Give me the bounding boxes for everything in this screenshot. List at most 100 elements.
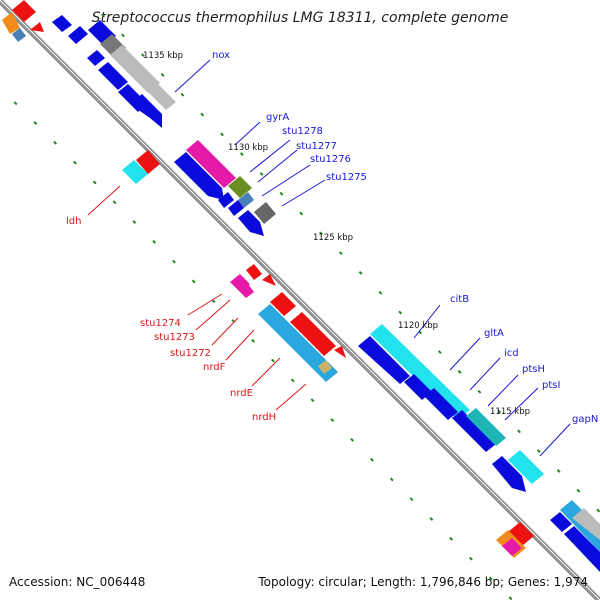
- scale-label: 1115 kbp: [490, 407, 530, 417]
- scale-tick: [239, 152, 244, 157]
- scale-tick: [251, 338, 256, 343]
- scale-label: 1135 kbp: [143, 51, 183, 61]
- gene-label: nox: [212, 50, 230, 61]
- gene-feature: [186, 140, 236, 188]
- accession-text: Accession: NC_006448: [9, 575, 146, 589]
- gene-label: stu1274: [140, 318, 181, 329]
- reverse-strand-features: [2, 0, 534, 558]
- gene-feature: [238, 192, 254, 208]
- gene-label: citB: [450, 294, 469, 305]
- gene-feature: [12, 0, 36, 22]
- scale-labels: 1135 kbp 1130 kbp 1125 kbp 1120 kbp 1115…: [143, 51, 530, 417]
- scale-tick: [172, 259, 176, 264]
- scale-tick: [140, 53, 145, 58]
- gene-feature: [258, 304, 338, 382]
- gene-label: nrdE: [230, 388, 253, 399]
- gene-feature: [262, 274, 276, 286]
- scale-tick: [477, 389, 482, 394]
- scale-tick: [180, 92, 185, 97]
- scale-tick: [191, 279, 196, 284]
- gene-label: stu1276: [310, 154, 351, 165]
- genome-summary-text: Topology: circular; Length: 1,796,846 bp…: [258, 575, 588, 589]
- scale-tick: [576, 488, 581, 493]
- scale-tick: [497, 409, 502, 414]
- scale-tick: [488, 576, 493, 581]
- scale-tick: [101, 13, 106, 18]
- gene-feature: [130, 94, 162, 128]
- gene-label: nrdH: [252, 412, 276, 423]
- scale-ticks: [13, 13, 600, 600]
- gene-label: stu1275: [326, 172, 367, 183]
- gene-feature: [246, 264, 262, 280]
- scale-tick: [409, 497, 414, 502]
- scale-tick: [92, 180, 97, 185]
- scale-tick: [13, 101, 18, 106]
- gene-feature: [240, 284, 254, 298]
- scale-tick: [211, 299, 216, 304]
- gene-feature: [2, 12, 20, 34]
- gene-feature: [452, 410, 496, 452]
- scale-tick: [556, 469, 561, 473]
- scale-tick: [132, 220, 137, 224]
- scale-tick: [112, 200, 117, 205]
- scale-tick: [449, 536, 454, 541]
- gene-feature: [550, 512, 572, 532]
- reverse-label-leaders: [87, 185, 307, 411]
- scale-tick: [73, 160, 77, 165]
- scale-tick: [310, 398, 315, 403]
- gene-feature: [228, 200, 244, 216]
- gene-feature: [502, 538, 522, 556]
- scale-label: 1125 kbp: [313, 233, 353, 243]
- reverse-gene-labels: ldh stu1274 stu1273 stu1272 nrdF nrdE nr…: [66, 216, 276, 423]
- gene-feature: [254, 202, 276, 224]
- scale-tick: [437, 350, 442, 355]
- scale-tick: [469, 556, 473, 561]
- gene-label: stu1277: [296, 141, 337, 152]
- scale-tick: [319, 231, 323, 236]
- scale-tick: [596, 508, 600, 513]
- gene-feature: [334, 346, 346, 358]
- scale-tick: [290, 378, 295, 383]
- forward-label-leaders: [174, 59, 571, 457]
- map-title: Streptococcus thermophilus LMG 18311, co…: [91, 10, 509, 26]
- scale-tick: [378, 290, 383, 295]
- backbone-line-edge: [0, 3, 597, 600]
- gene-feature: [404, 374, 432, 400]
- gene-label: gapN: [572, 414, 598, 425]
- scale-tick: [358, 271, 363, 275]
- gene-feature: [508, 450, 544, 484]
- gene-feature: [564, 526, 600, 572]
- scale-tick: [299, 211, 304, 216]
- gene-label: gltA: [484, 328, 504, 339]
- gene-label: ptsI: [542, 380, 560, 391]
- scale-tick: [53, 140, 58, 145]
- gene-label: stu1272: [170, 348, 211, 359]
- scale-label: 1130 kbp: [228, 143, 268, 153]
- scale-tick: [271, 358, 275, 363]
- gene-feature: [492, 456, 526, 492]
- scale-tick: [429, 517, 434, 521]
- scale-tick: [220, 132, 224, 137]
- gene-feature: [318, 360, 332, 374]
- gene-feature: [424, 388, 458, 420]
- scale-label: 1120 kbp: [398, 321, 438, 331]
- scale-tick: [259, 172, 264, 176]
- gene-feature: [12, 28, 26, 42]
- scale-tick: [517, 429, 521, 434]
- gene-feature: [560, 500, 600, 552]
- scale-tick: [152, 239, 157, 244]
- gene-label: nrdF: [203, 362, 226, 373]
- gene-feature: [30, 22, 44, 32]
- gene-feature: [290, 312, 336, 356]
- gene-feature: [87, 50, 105, 66]
- gene-feature: [270, 292, 296, 316]
- scale-tick: [398, 310, 403, 315]
- gene-feature: [146, 82, 176, 110]
- gene-label: ldh: [66, 216, 81, 227]
- gene-label: gyrA: [266, 112, 289, 123]
- gene-feature: [136, 150, 160, 174]
- gene-label: icd: [504, 348, 519, 359]
- scale-tick: [200, 112, 205, 117]
